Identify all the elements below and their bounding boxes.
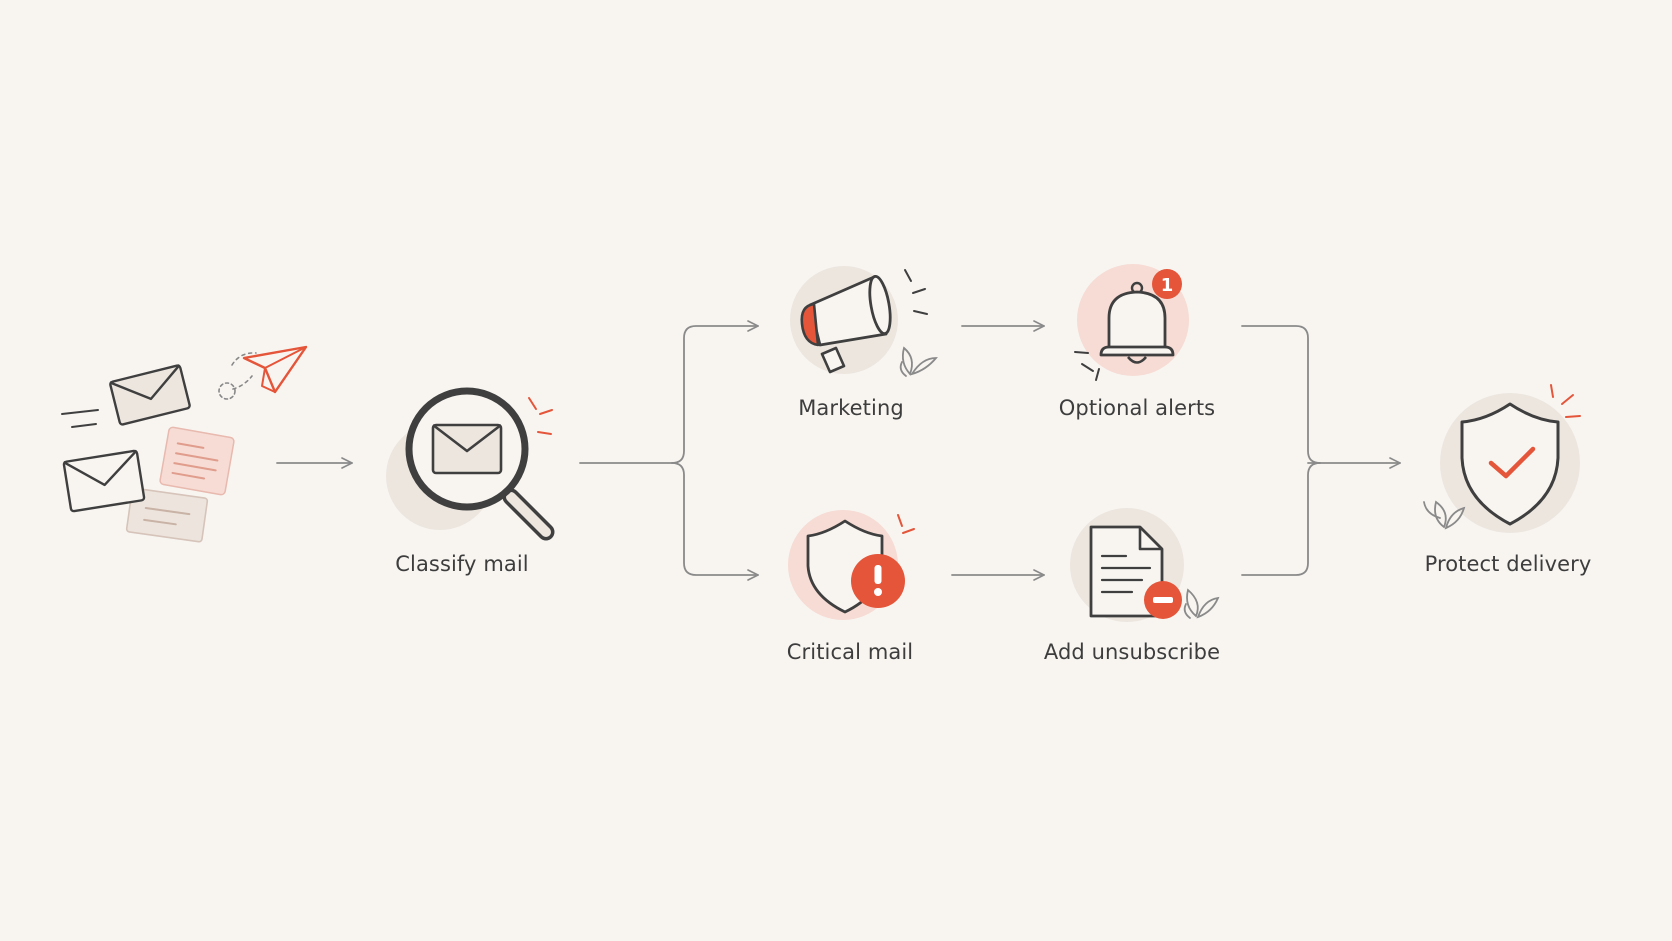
label-marketing: Marketing: [798, 396, 904, 420]
mail-pile-icon: [61, 364, 235, 543]
edge-classify-critical: [671, 462, 759, 581]
label-add-unsubscribe: Add unsubscribe: [1043, 640, 1221, 664]
edge-classify-marketing: [671, 320, 759, 464]
label-critical-mail: Critical mail: [786, 640, 914, 664]
edge-alerts-protect: [1241, 325, 1321, 464]
label-optional-alerts: Optional alerts: [1058, 396, 1216, 420]
label-protect-delivery: Protect delivery: [1424, 552, 1592, 576]
edge-unsubscribe-protect: [1241, 462, 1321, 576]
shield-check-icon: [1423, 384, 1581, 533]
paper-plane-icon: [218, 345, 308, 400]
document-minus-icon: [1070, 508, 1220, 622]
badge-count: 1: [1161, 275, 1174, 296]
notification-badge: 1: [1152, 269, 1182, 299]
label-classify-mail: Classify mail: [395, 552, 529, 576]
shield-alert-icon: [788, 510, 915, 620]
megaphone-icon: [790, 266, 938, 377]
magnifier-envelope-icon: [386, 387, 555, 541]
